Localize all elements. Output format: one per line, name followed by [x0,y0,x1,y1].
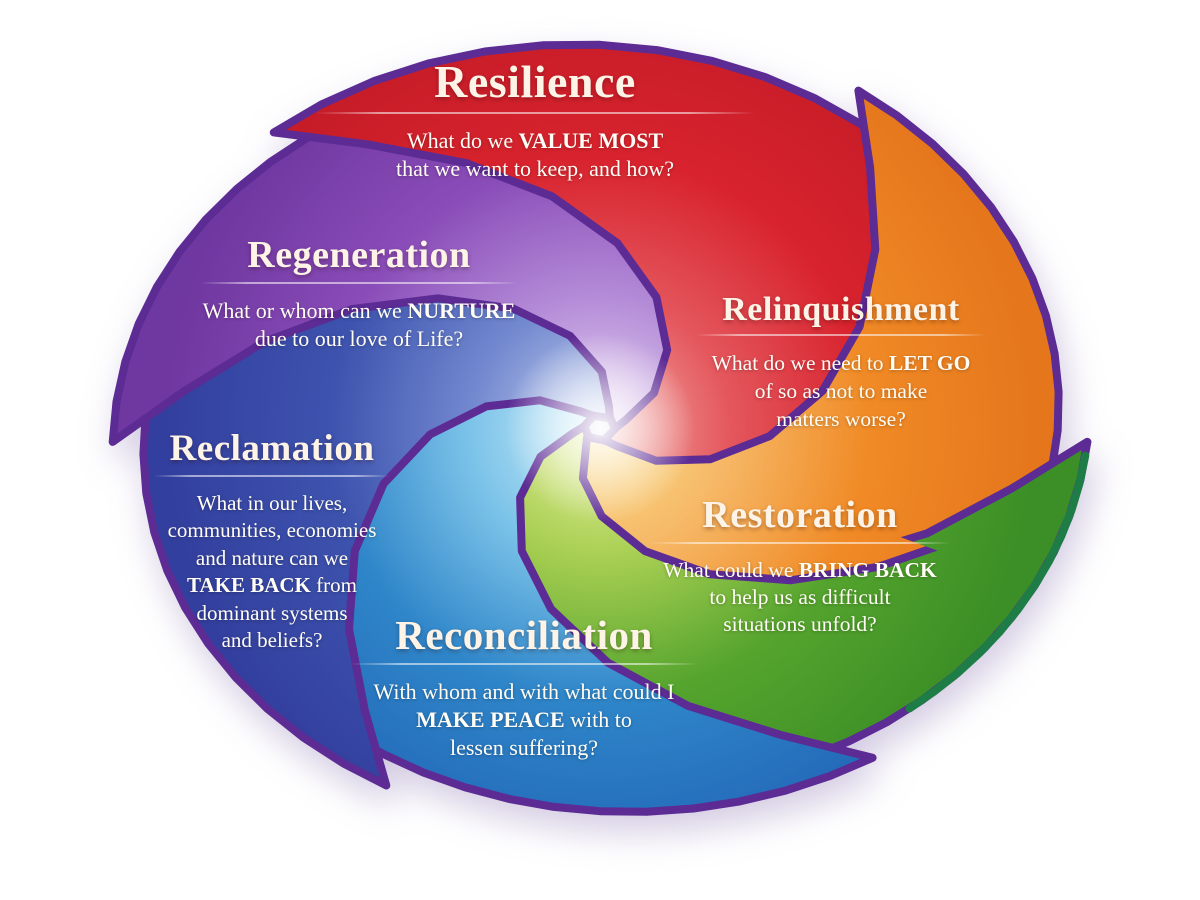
segment-title-resilience: Resilience [434,56,636,107]
question-line: What in our lives, [196,490,348,515]
question-line: due to our love of Life? [254,325,464,351]
question-line: MAKE PEACE with to [416,707,632,733]
title-divider [315,112,755,115]
segment-shape-relinquishment [578,86,1063,585]
question-line: of so as not to make [754,378,928,403]
segment-question: What or whom can we NURTURE due to our l… [200,297,518,353]
segment-label-regeneration: Regeneration What or whom can we NURTURE… [200,234,518,353]
segment-title-relinquishment: Relinquishment [722,291,960,328]
title-divider [350,663,698,666]
title-divider [696,333,986,336]
segment-question: What in our lives, communities, economie… [154,490,390,655]
segment-title-reconciliation: Reconciliation [395,612,653,658]
question-line: communities, economies [167,518,377,543]
title-divider [154,474,390,477]
segment-label-relinquishment: Relinquishment What do we need to LET GO… [696,292,986,433]
segment-label-reconciliation: Reconciliation With whom and with what c… [350,612,698,762]
center-glow [505,333,695,523]
question-line: matters worse? [776,406,906,431]
segment-question: What do we need to LET GO of so as not t… [696,349,986,433]
question-line: What could we BRING BACK [663,557,937,582]
title-divider [650,541,950,544]
question-line: lessen suffering? [449,735,599,761]
segment-question: With whom and with what could I MAKE PEA… [350,678,698,762]
question-line: to help us as difficult [709,584,891,609]
question-line: situations unfold? [723,611,877,636]
segment-question: What do we VALUE MOST that we want to ke… [315,127,755,183]
title-divider [200,281,518,284]
segment-label-restoration: Restoration What could we BRING BACK to … [650,494,950,638]
restoration-outer-rim [905,451,1090,713]
question-line: TAKE BACK from [187,573,357,598]
segment-label-resilience: Resilience What do we VALUE MOST that we… [315,56,755,183]
question-line: What do we need to LET GO [711,350,971,375]
question-line: What do we VALUE MOST [406,128,664,154]
question-line: What or whom can we NURTURE [202,297,516,323]
segment-title-regeneration: Regeneration [247,234,471,276]
question-line: With whom and with what could I [373,679,675,705]
question-line: dominant systems [196,600,348,625]
segment-title-restoration: Restoration [702,494,898,536]
question-line: that we want to keep, and how? [396,156,674,182]
segment-question: What could we BRING BACK to help us as d… [650,557,950,638]
segment-title-reclamation: Reclamation [169,428,375,469]
question-line: and beliefs? [221,628,323,653]
segment-label-reclamation: Reclamation What in our lives, communiti… [154,428,390,655]
question-line: and nature can we [195,545,349,570]
